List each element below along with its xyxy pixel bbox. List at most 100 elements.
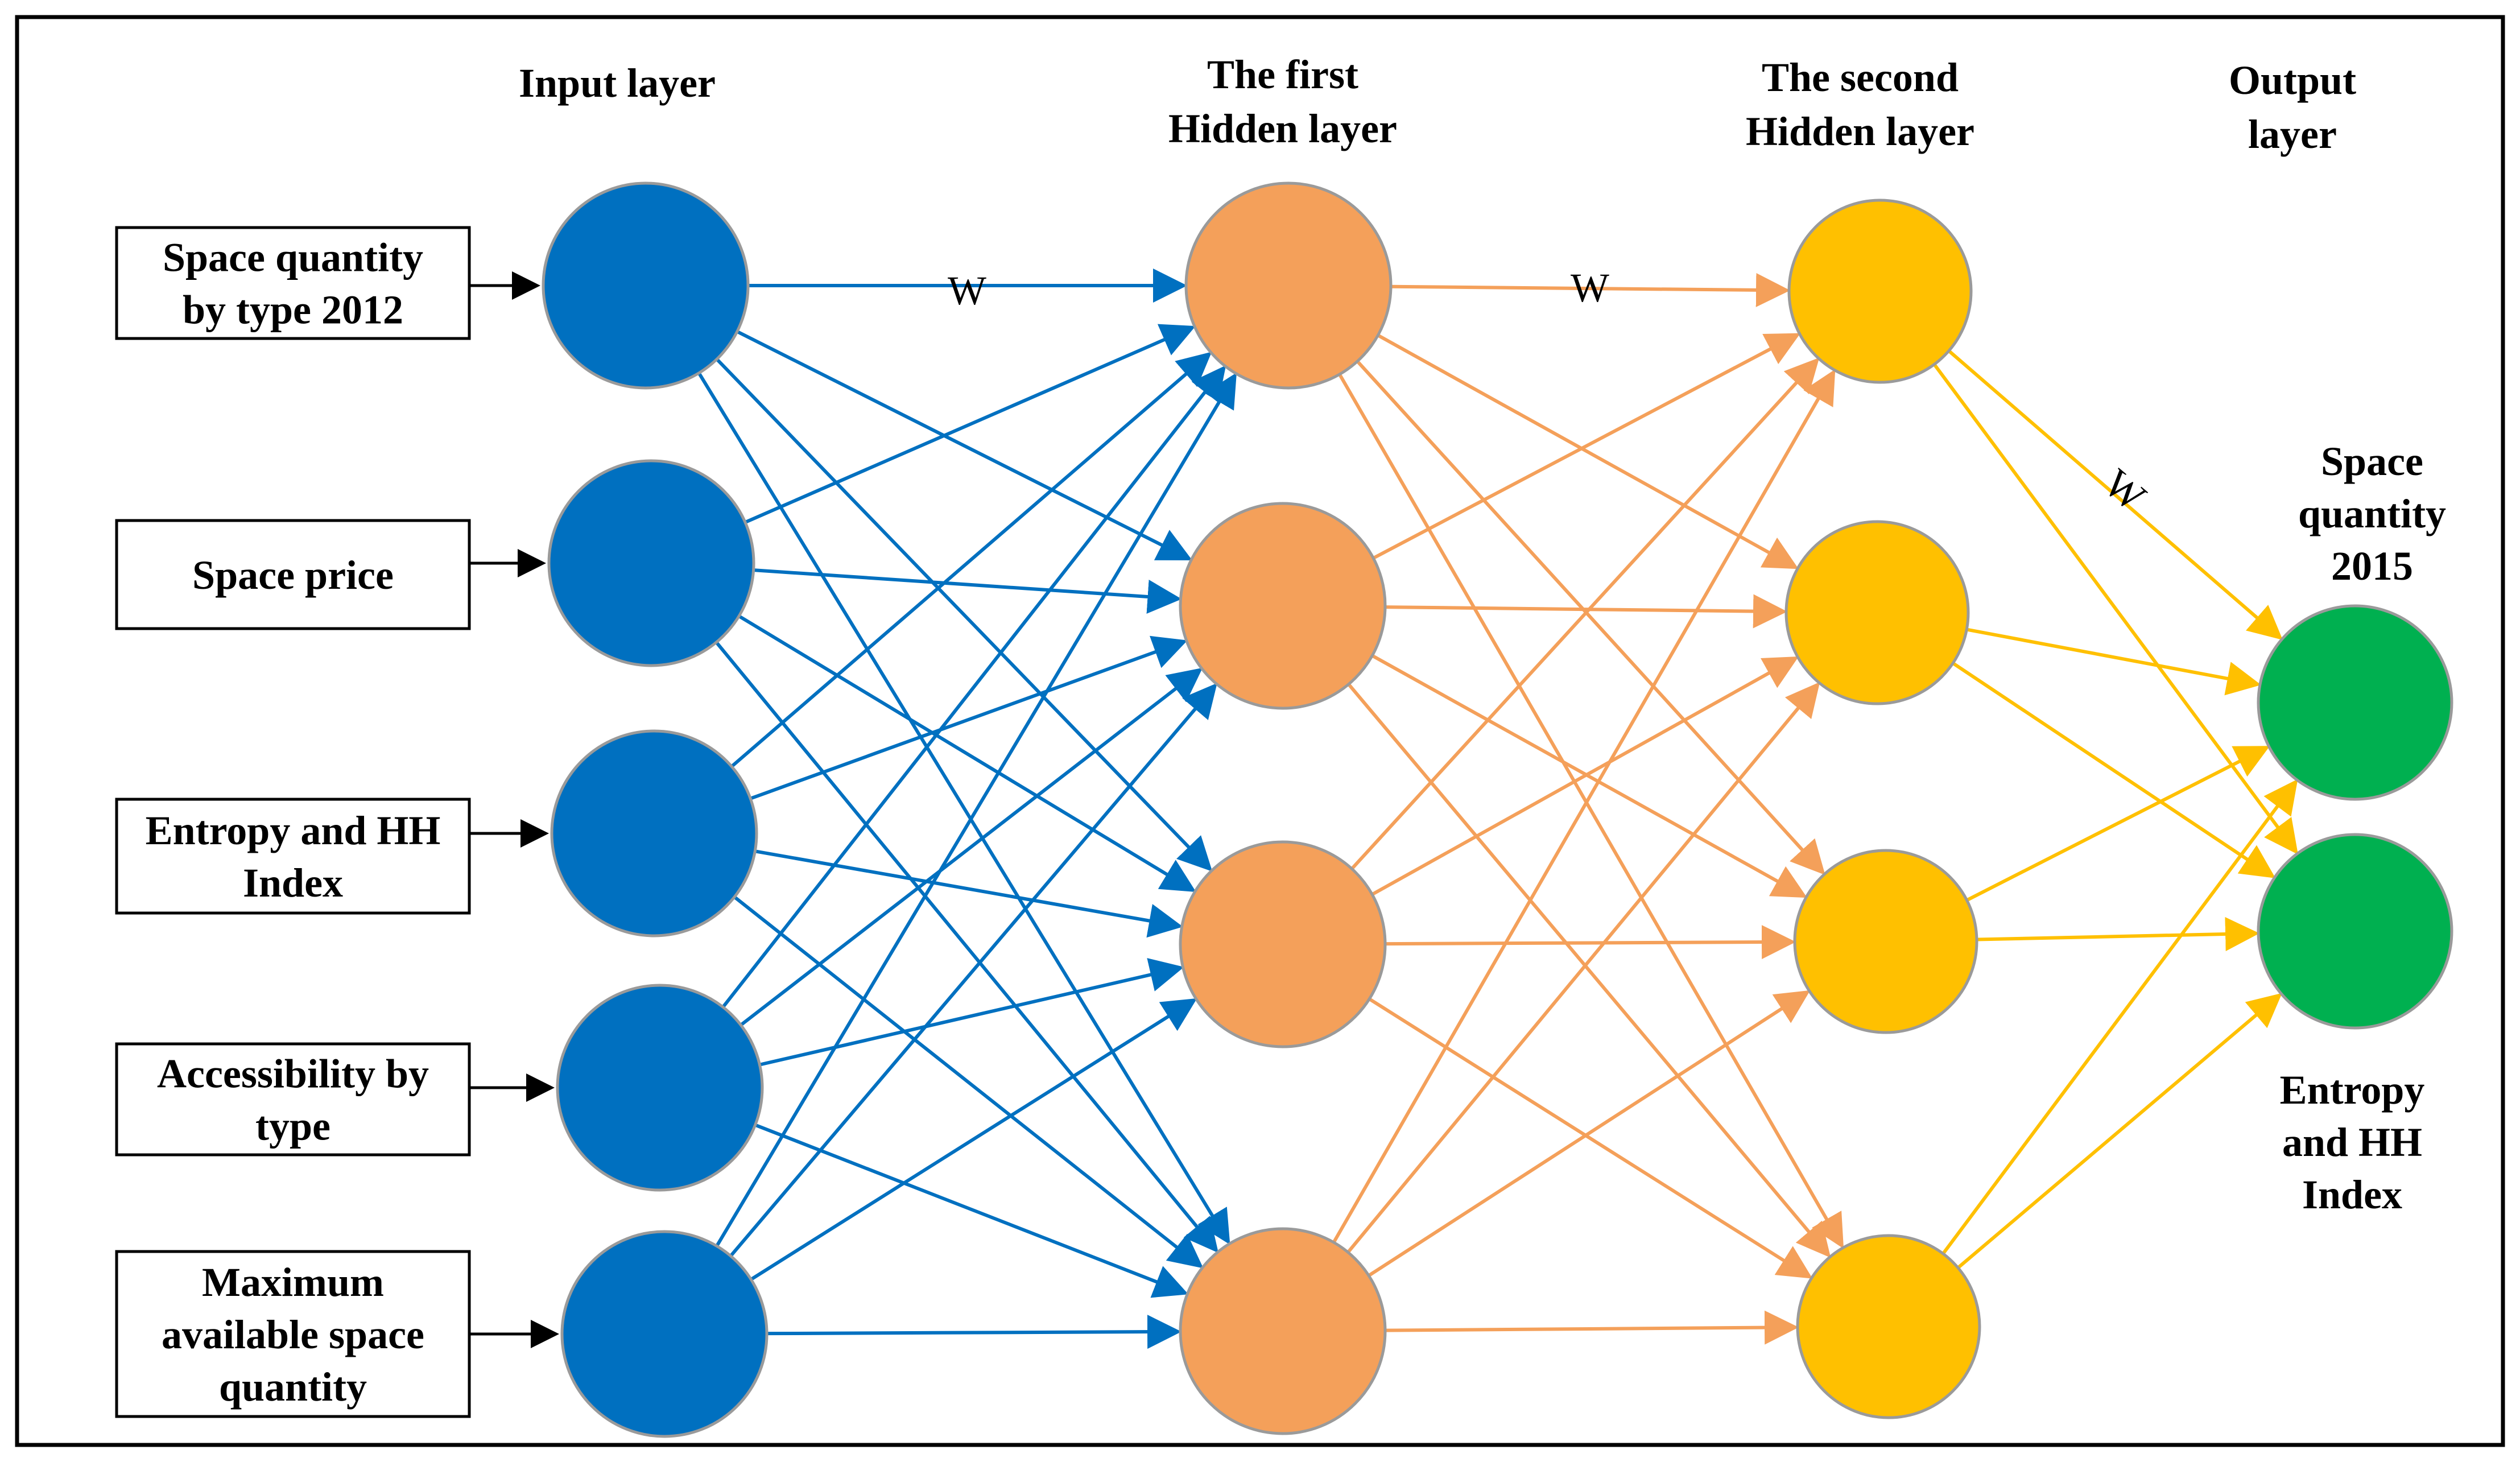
input-hidden1-edge-1-4 <box>697 372 1230 1245</box>
input-hidden1-edge-1-3 <box>715 358 1213 872</box>
output-layer-title-line: Output <box>2229 57 2356 103</box>
input-box-3 <box>115 798 471 915</box>
hidden2-node-2 <box>1784 520 1970 705</box>
input-box-2 <box>115 519 471 630</box>
connections <box>697 269 2298 1349</box>
nodes <box>542 181 2453 1438</box>
hidden1-layer-title-line: Hidden layer <box>1168 106 1397 151</box>
input-hidden1-edge-2-3 <box>738 614 1196 893</box>
hidden2-node-4 <box>1796 1234 1981 1419</box>
hidden1-node-4 <box>1179 1227 1387 1435</box>
weight-label-3: W <box>2096 460 2155 520</box>
input-hidden1-edge-5-1 <box>715 372 1237 1247</box>
hidden2-node-1 <box>1787 199 1973 384</box>
hidden2-layer-title-line: Hidden layer <box>1746 109 1974 154</box>
input-node-1 <box>542 181 750 390</box>
output-layer-title-line: layer <box>2248 111 2337 157</box>
input-box-5 <box>115 1250 471 1418</box>
hidden1-hidden2-edge-1-4 <box>1338 373 1844 1249</box>
hidden1-hidden2-edge-4-1 <box>1332 369 1836 1244</box>
input-hidden1-edge-3-4 <box>733 895 1204 1269</box>
input-hidden1-edge-3-1 <box>730 352 1212 768</box>
output-label-2-line: Entropy <box>2280 1067 2425 1113</box>
input-label-2-line: Space price <box>192 552 394 598</box>
hidden1-hidden2-edge-3-1 <box>1350 357 1820 870</box>
hidden2-output-edge-4-2 <box>1957 993 2282 1269</box>
input-label-5-line: Maximum <box>202 1259 384 1305</box>
output-label-1-line: quantity <box>2298 491 2446 536</box>
input-hidden1-edge-3-2 <box>750 635 1188 800</box>
hidden2-output-edge-3-2 <box>1976 916 2260 951</box>
hidden1-hidden2-edge-4-2 <box>1346 682 1820 1254</box>
input-label-4-line: type <box>255 1104 331 1149</box>
output-label-2-line: Index <box>2302 1172 2402 1217</box>
hidden2-node-3 <box>1793 849 1978 1034</box>
hidden1-hidden2-edge-2-3 <box>1371 654 1807 898</box>
input-label-3-line: Index <box>243 860 343 906</box>
input-label-2: Space price <box>192 552 394 598</box>
input-layer-title: Input layer <box>519 60 716 106</box>
output-label-1-line: 2015 <box>2331 543 2413 589</box>
input-label-1-line: Space quantity <box>163 235 423 280</box>
hidden2-output-edge-1-2 <box>1932 363 2298 855</box>
input-hidden1-edge-4-4 <box>754 1123 1189 1298</box>
hidden1-node-3 <box>1179 840 1387 1048</box>
hidden1-hidden2-edge-4-3 <box>1368 990 1811 1277</box>
input-node-5 <box>560 1230 769 1438</box>
input-label-5-line: quantity <box>219 1364 367 1410</box>
input-box-4 <box>115 1042 471 1157</box>
hidden1-hidden2-edge-3-3 <box>1385 925 1796 960</box>
hidden1-hidden2-edge-3-4 <box>1368 997 1813 1279</box>
hidden2-output-edge-4-1 <box>1941 779 2298 1255</box>
hidden1-hidden2-edge-2-4 <box>1347 683 1831 1258</box>
hidden2-output-edge-3-1 <box>1966 746 2270 902</box>
input-hidden1-edge-4-3 <box>759 958 1184 1067</box>
input-label-4: Accessibility by type <box>157 1051 429 1149</box>
output-node-1 <box>2257 604 2453 801</box>
input-hidden1-edge-2-4 <box>715 641 1218 1253</box>
hidden1-node-1 <box>1184 181 1393 390</box>
input-hidden1-edge-4-1 <box>721 365 1226 1009</box>
hidden1-hidden2-edge-1-3 <box>1356 360 1825 875</box>
input-hidden1-edge-3-3 <box>754 849 1183 938</box>
hidden1-hidden2-edge-2-1 <box>1372 333 1801 560</box>
input-hidden1-edge-5-4 <box>766 1315 1182 1349</box>
input-label-4-line: Accessibility by <box>157 1051 429 1097</box>
input-hidden1-edge-1-2 <box>736 330 1192 561</box>
hidden2-output-edge-2-1 <box>1966 627 2261 696</box>
diagram-frame <box>15 15 2505 1447</box>
output-label-2-line: and HH <box>2282 1120 2422 1165</box>
hidden1-node-2 <box>1179 502 1387 710</box>
input-hidden1-edge-2-2 <box>753 568 1182 614</box>
input-hidden1-edge-4-2 <box>740 667 1203 1027</box>
input-label-1-line: by type 2012 <box>183 287 403 333</box>
input-hidden1-edge-5-3 <box>750 998 1197 1281</box>
hidden1-hidden2-edge-1-2 <box>1377 333 1799 569</box>
output-label-1: Space quantity 2015 <box>2298 439 2446 589</box>
hidden2-layer-title-line: The second <box>1762 55 1959 100</box>
weight-labels: W W W <box>948 265 2154 520</box>
input-node-3 <box>550 729 758 938</box>
weight-label-1: W <box>948 268 986 313</box>
output-label-1-line: Space <box>2321 439 2423 484</box>
hidden1-layer-title-line: The first <box>1207 52 1358 97</box>
input-hidden1-edge-5-2 <box>729 683 1217 1257</box>
output-label-2: Entropy and HH Index <box>2280 1067 2425 1217</box>
input-label-3: Entropy and HH Index <box>146 808 441 906</box>
hidden1-hidden2-edge-1-1 <box>1390 272 1791 307</box>
hidden1-hidden2-edge-3-2 <box>1371 656 1799 896</box>
weight-label-2: W <box>1571 265 1609 311</box>
hidden1-hidden2-edge-2-2 <box>1385 594 1788 629</box>
input-hidden1-edge-2-1 <box>744 324 1196 524</box>
input-box-1 <box>115 226 471 340</box>
output-layer-title: Output layer <box>2229 57 2356 157</box>
input-layer-title-line: Input layer <box>519 60 716 106</box>
input-label-3-line: Entropy and HH <box>146 808 441 853</box>
